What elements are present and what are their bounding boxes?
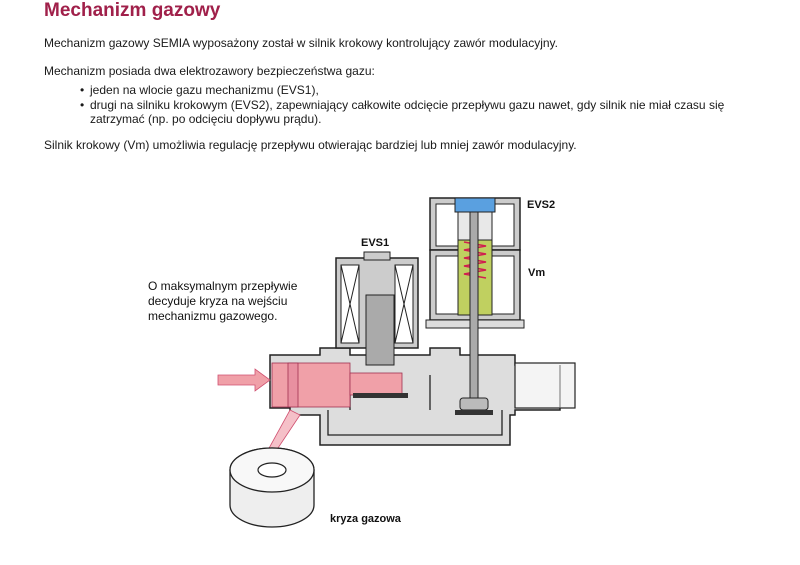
gas-chamber (349, 372, 403, 396)
valves-intro-paragraph: Mechanizm posiada dwa elektrozawory bezp… (44, 64, 375, 78)
inlet-arrow (217, 368, 271, 392)
gas-inlet-passage (271, 362, 351, 408)
evs1-valve (335, 251, 419, 398)
list-item-evs2: drugi na silniku krokowym (EVS2), zapewn… (80, 98, 770, 127)
callout-line-2: decyduje kryza na wejściu (148, 294, 287, 308)
valve-channel (327, 410, 503, 436)
callout-line-3: mechanizmu gazowego. (148, 309, 277, 323)
evs1-label: EVS1 (361, 237, 389, 249)
evs2-label: EVS2 (527, 199, 555, 211)
evs2-vm-assembly (425, 197, 525, 415)
page-title: Mechanizm gazowy (44, 0, 221, 21)
vm-label: Vm (528, 267, 545, 279)
motor-paragraph: Silnik krokowy (Vm) umożliwia regulację … (44, 138, 577, 152)
kryza-label: kryza gazowa (330, 513, 402, 525)
outlet-pipe (514, 362, 576, 409)
kryza-slot (287, 362, 299, 408)
valves-list: jeden na wlocie gazu mechanizmu (EVS1), … (80, 83, 770, 127)
kryza-gazowa-disc (229, 447, 315, 528)
intro-paragraph: Mechanizm gazowy SEMIA wyposażony został… (44, 36, 558, 50)
callout-line-1: O maksymalnym przepływie (148, 279, 298, 293)
gas-mechanism-diagram: EVS1 EVS2 Vm O maksymalnym przepływie de… (148, 197, 576, 528)
list-item-evs1: jeden na wlocie gazu mechanizmu (EVS1), (80, 83, 770, 98)
